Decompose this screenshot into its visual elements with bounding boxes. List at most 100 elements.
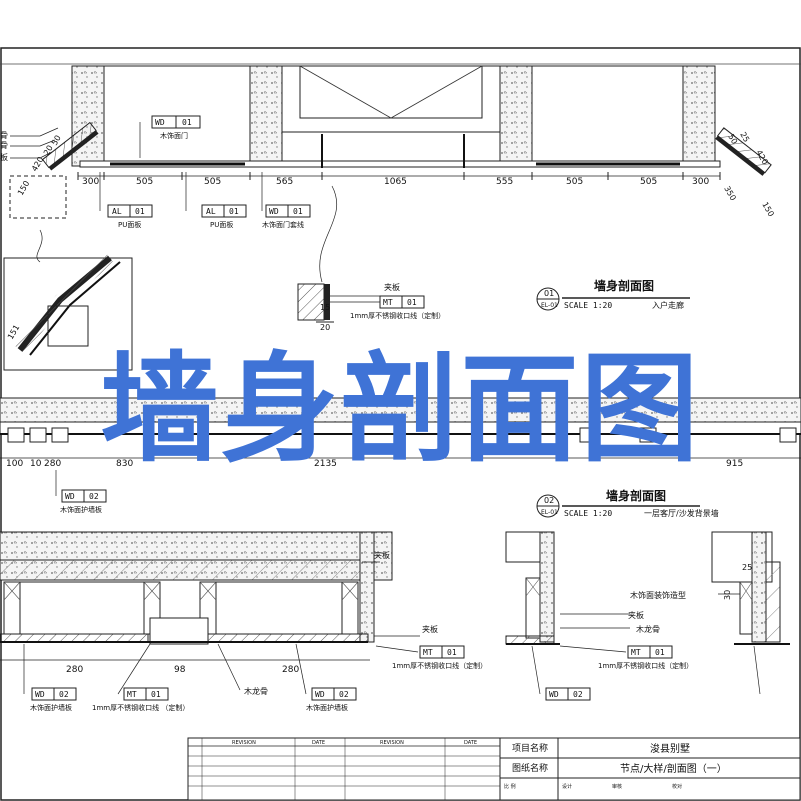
tag-num: 01 [135,207,145,216]
tag-wd02-b1: WD 02 木饰面护墙板 [23,644,77,712]
tag-label: PU面板 [210,220,233,229]
tag-code: WD [269,207,279,216]
dim-9: 300 [692,177,709,187]
tag-al01-b: AL 01 PU面板 [185,172,247,229]
tag-num: 01 [229,207,239,216]
tb-check: 校对 [672,783,682,790]
tag-wd01-frame: WD 01 木饰面门套线 [261,172,311,229]
section-02-title: 02 EL-01 墙身剖面图 SCALE 1:20 一层客厅/沙发背景墙 [536,488,719,518]
tag-wd02-mid: WD 02 木饰面护墙板 [55,470,107,514]
tag-mt01-b1: MT 01 1mm厚不锈钢收口线 （定制） [92,643,189,712]
title-block: REVISION DATE REVISION DATE 项目名称 浚县别墅 图纸… [187,737,801,801]
tag-num: 02 [573,690,583,699]
dim2-3: 280 [44,459,61,469]
section-01-drawing: 300 505 505 565 1065 555 505 505 300 50 … [0,65,776,371]
tag-label: 木饰面护墙板 [30,703,72,712]
dim2-2: 10 [30,459,42,469]
side-dim-l2: 20 [42,144,55,157]
section-scale: SCALE 1:20 [564,509,612,518]
side-dim-r1: 50 [726,133,739,146]
tag-mt01-b3: MT 01 1mm厚不锈钢收口线（定制） [559,645,693,670]
detail-tag-label: 1mm厚不锈钢收口线（定制） [350,311,445,320]
tag-code: WD [35,690,45,699]
tb-review: 审核 [612,783,622,790]
tag-wd02-b3: WD 02 [531,645,591,701]
side-dim-l4: 150 [16,179,31,197]
tag-num: 02 [89,492,99,501]
tag-label: PU面板 [118,220,141,229]
tag-num: 02 [339,690,349,699]
tag-label: 木饰面护墙板 [60,505,102,514]
side-dim-r5: 150 [760,201,775,219]
tag-label: 木饰面护墙板 [306,703,348,712]
section-scale: SCALE 1:20 [564,301,612,310]
dim-3: 505 [204,177,221,187]
drawing-value: 节点/大样/剖面图（一） [620,762,727,775]
detail-label: 夹板 [384,282,400,292]
tag-code: WD [549,690,559,699]
dim-8: 505 [640,177,657,187]
date-header-2: DATE [464,740,477,746]
rdim-2: 30 [723,590,732,600]
tag-num: 01 [293,207,303,216]
left-label-2: 骨 [0,141,8,150]
tag-num: 02 [59,690,69,699]
tag-code: WD [65,492,75,501]
bottom-middle-detail: 夹板 木龙骨 WD 02 MT 01 1mm厚不锈钢收口线（定制） [505,531,693,701]
rev-header-1: REVISION [232,740,256,746]
section-title: 墙身剖面图 [606,488,666,503]
dim-2: 505 [136,177,153,187]
tag-code: WD [315,690,325,699]
dim-6: 555 [496,177,513,187]
date-header-1: DATE [312,740,325,746]
side-dim-r2: 25 [738,131,751,144]
detail-tag-num: 01 [407,298,417,307]
drawing-label: 图纸名称 [512,762,548,774]
tag-code: AL [206,207,216,216]
tag-num: 01 [151,690,161,699]
side-dim-r4: 350 [722,185,737,203]
tag-wd02-b2: WD 02 木饰面护墙板 [295,643,357,712]
detail-tag-code: MT [383,298,393,307]
label-jiaban-mid: 夹板 [628,610,644,620]
label-jiaban-right: 夹板 [422,624,438,634]
tag-code: MT [423,648,433,657]
bdim-3: 280 [282,665,299,675]
badge-sub: EL-01 [541,509,558,516]
tb-scale: 比 例 [504,783,516,790]
rev-header-2: REVISION [380,740,404,746]
section-location: 入户走廊 [652,300,684,310]
left-label-3: 板 [0,152,8,162]
detail-dim-2: 20 [320,323,330,332]
tb-design: 设计 [562,783,572,790]
dim-5: 1065 [384,177,407,187]
badge-sub: EL-01 [541,302,558,309]
label-longgu-mid: 木龙骨 [636,624,660,634]
section-title: 墙身剖面图 [594,278,654,293]
bdim-1: 280 [66,665,83,675]
label-decor: 木饰面装饰造型 [630,590,686,600]
tag-label: 1mm厚不锈钢收口线 （定制） [92,703,189,712]
tag-code: WD [155,118,165,127]
small-detail: 夹板 MT 01 1mm厚不锈钢收口线（定制） 15 20 [297,282,445,332]
tag-al01-a: AL 01 PU面板 [99,172,153,229]
tag-label: 1mm厚不锈钢收口线（定制） [392,661,487,670]
dim-1: 300 [82,177,99,187]
label-jiaban-top: 夹板 [374,550,390,560]
dim-7: 505 [566,177,583,187]
side-dim-l1: 50 [50,134,63,147]
dim2-4: 830 [116,459,133,469]
left-label-1: 骨 [0,131,8,140]
zoom-detail: 151 [3,253,133,371]
tag-label: 木饰面门 [160,131,188,140]
tag-wd01-door: WD 01 木饰面门 [139,115,201,158]
tag-mt01-b2: MT 01 1mm厚不锈钢收口线（定制） [375,645,487,670]
rdim-1: 25 [742,563,752,572]
tag-label: 木饰面门套线 [262,220,304,229]
dim2-1: 100 [6,459,23,469]
dim2-5: 2135 [314,459,337,469]
project-label: 项目名称 [512,742,548,754]
section-02-drawing: 100 10 280 830 2135 915 WD 02 木饰面护墙板 02 … [0,397,801,518]
tag-code: AL [112,207,122,216]
